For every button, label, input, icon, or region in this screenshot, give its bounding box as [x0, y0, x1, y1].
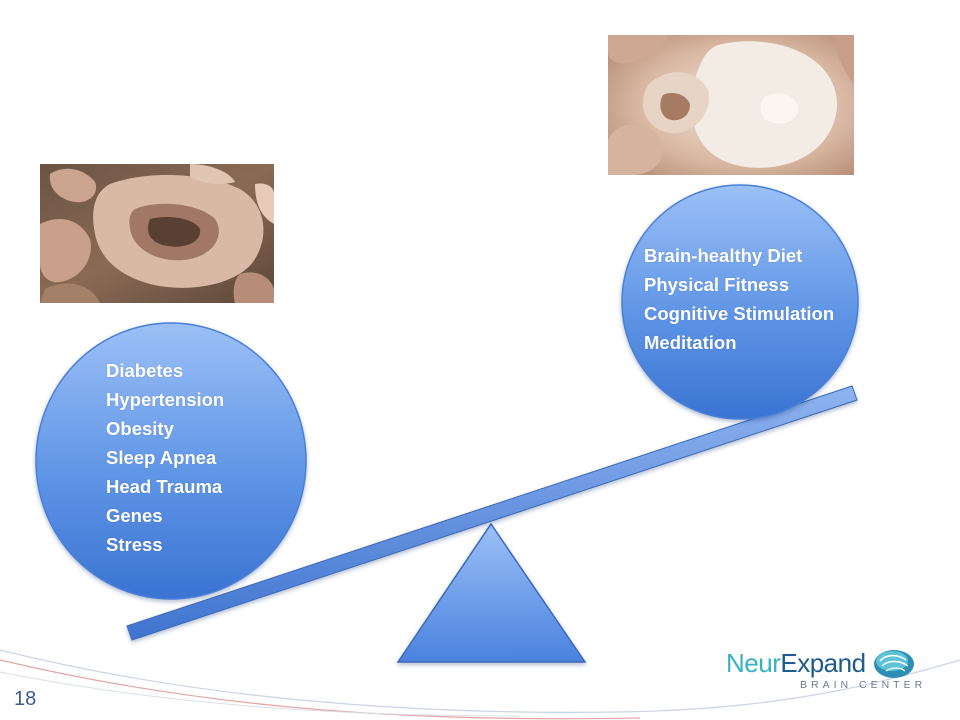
risk-factor-item: Hypertension — [106, 389, 225, 410]
risk-factor-item: Obesity — [106, 418, 174, 439]
logo-part-2: Expand — [780, 648, 866, 678]
risk-factors-list: Diabetes Hypertension Obesity Sleep Apne… — [106, 356, 224, 559]
protective-factor-item: Physical Fitness — [644, 274, 789, 295]
slide-number: 18 — [14, 688, 37, 710]
logo-wordmark: NeurExpand — [726, 648, 866, 679]
seesaw-beam — [126, 385, 858, 641]
protective-factors-list: Brain-healthy Diet Physical Fitness Cogn… — [644, 241, 834, 357]
healthy-brain-photo — [608, 35, 854, 175]
fulcrum-triangle — [396, 522, 587, 663]
protective-factor-item: Meditation — [644, 332, 737, 353]
risk-factor-item: Diabetes — [106, 360, 184, 381]
shrunken-brain-photo — [40, 164, 274, 303]
protective-factors-circle — [621, 184, 859, 420]
logo-subtitle: BRAIN CENTER — [800, 679, 927, 691]
risk-factor-item: Sleep Apnea — [106, 447, 217, 468]
risk-factor-item: Stress — [106, 534, 163, 555]
risk-factor-item: Genes — [106, 505, 163, 526]
brain-logo-icon — [874, 650, 914, 678]
protective-factor-item: Cognitive Stimulation — [644, 303, 835, 324]
neurexpand-logo: NeurExpand BRAIN CENTER — [722, 644, 932, 694]
risk-factors-circle — [35, 322, 307, 600]
protective-factor-item: Brain-healthy Diet — [644, 245, 803, 266]
logo-part-1: Neur — [726, 648, 781, 678]
risk-factor-item: Head Trauma — [106, 476, 223, 497]
